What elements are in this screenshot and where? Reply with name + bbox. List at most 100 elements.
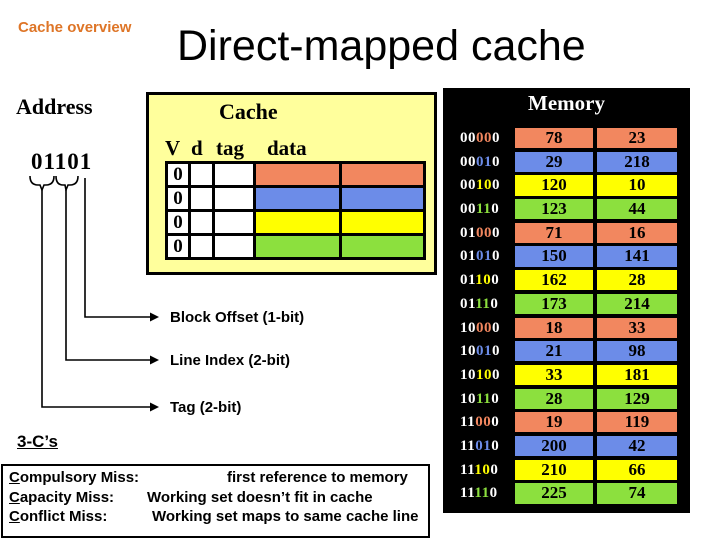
- slide-title: Direct-mapped cache: [177, 22, 586, 70]
- memory-value-cell: 66: [597, 459, 677, 480]
- memory-value-cell: 150: [515, 246, 593, 267]
- memory-address: 00110: [460, 201, 500, 218]
- memory-address: 01000: [460, 224, 500, 241]
- memory-value-cell: 218: [597, 151, 677, 172]
- tag-underbrace: [29, 175, 55, 193]
- cache-data-cell: [256, 164, 339, 185]
- memory-address: 01100: [460, 272, 500, 289]
- cache-data-cell: [256, 212, 339, 233]
- cache-data-cell: [342, 164, 423, 185]
- memory-value-cell: 120: [515, 175, 593, 196]
- memory-address: 00010: [460, 153, 500, 170]
- memory-value-cell: 16: [597, 222, 677, 243]
- address-value: 01101: [31, 149, 93, 174]
- memory-address: 01010: [460, 248, 500, 265]
- cache-col-dirty: d: [191, 136, 203, 160]
- cache-col-data: data: [267, 136, 307, 160]
- tag-connector-line: [41, 190, 150, 408]
- memory-value-cell: 123: [515, 199, 593, 220]
- memory-address: 11100: [460, 461, 499, 478]
- cache-data-cell: [256, 188, 339, 209]
- miss-definition: Working set doesn’t fit in cache: [147, 488, 373, 506]
- cache-valid-cell: 0: [168, 188, 188, 209]
- index-arrowhead: [150, 355, 159, 365]
- cache-dirty-cell: [191, 236, 212, 257]
- memory-value-cell: 214: [597, 293, 677, 314]
- tag-arrowhead: [150, 402, 159, 412]
- index-underbrace: [55, 175, 79, 193]
- miss-term: Conflict Miss:: [9, 508, 108, 525]
- cache-tag-cell: [215, 212, 253, 233]
- memory-value-cell: 42: [597, 435, 677, 457]
- memory-value-cell: 10: [597, 175, 677, 196]
- memory-title: Memory: [528, 91, 605, 115]
- tag-label: Tag (2-bit): [170, 399, 242, 416]
- cache-valid-cell: 0: [168, 236, 188, 257]
- memory-value-cell: 71: [515, 222, 593, 243]
- cache-data-cell: [342, 236, 423, 257]
- cache-dirty-cell: [191, 164, 212, 185]
- cache-col-tag: tag: [216, 136, 244, 160]
- cache-tag-cell: [215, 164, 253, 185]
- memory-value-cell: 225: [515, 483, 593, 504]
- memory-value-cell: 119: [597, 412, 677, 433]
- cache-title: Cache: [219, 99, 278, 124]
- cache-tag-cell: [215, 188, 253, 209]
- cache-data-cell: [342, 188, 423, 209]
- memory-value-cell: 98: [597, 341, 677, 362]
- cache-valid-cell: 0: [168, 164, 188, 185]
- memory-value-cell: 181: [597, 364, 677, 386]
- memory-address: 01110: [460, 295, 499, 312]
- memory-address: 10000: [460, 319, 500, 336]
- memory-address: 11110: [460, 485, 498, 502]
- cache-dirty-cell: [191, 212, 212, 233]
- memory-value-cell: 129: [597, 388, 677, 409]
- offset-arrowhead: [150, 312, 159, 322]
- line-index-label: Line Index (2-bit): [170, 352, 290, 369]
- miss-definition: Working set maps to same cache line: [152, 508, 419, 525]
- miss-term: Compulsory Miss:: [9, 469, 140, 486]
- three-cs-heading: 3-C’s: [17, 432, 58, 451]
- memory-value-cell: 23: [597, 128, 677, 149]
- memory-value-cell: 173: [515, 293, 593, 314]
- memory-value-cell: 141: [597, 246, 677, 267]
- memory-value-cell: 200: [515, 435, 593, 457]
- cache-tag-cell: [215, 236, 253, 257]
- memory-value-cell: 74: [597, 483, 677, 504]
- cache-data-cell: [342, 212, 423, 233]
- memory-value-cell: 210: [515, 459, 593, 480]
- memory-value-cell: 162: [515, 270, 593, 291]
- cache-valid-cell: 0: [168, 212, 188, 233]
- memory-value-cell: 28: [597, 270, 677, 291]
- memory-address: 10100: [460, 366, 500, 383]
- block-offset-label: Block Offset (1-bit): [170, 309, 305, 326]
- memory-value-cell: 29: [515, 151, 593, 172]
- miss-box: Compulsory Miss: first reference to memor…: [1, 464, 430, 538]
- memory-value-cell: 33: [597, 317, 677, 338]
- memory-value-cell: 28: [515, 388, 593, 409]
- offset-connector-line: [84, 178, 150, 318]
- memory-value-cell: 18: [515, 317, 593, 338]
- memory-address: 00000: [460, 130, 500, 146]
- address-label: Address: [16, 94, 93, 119]
- memory-address: 10110: [460, 390, 500, 407]
- miss-definition: first reference to memory: [227, 469, 408, 486]
